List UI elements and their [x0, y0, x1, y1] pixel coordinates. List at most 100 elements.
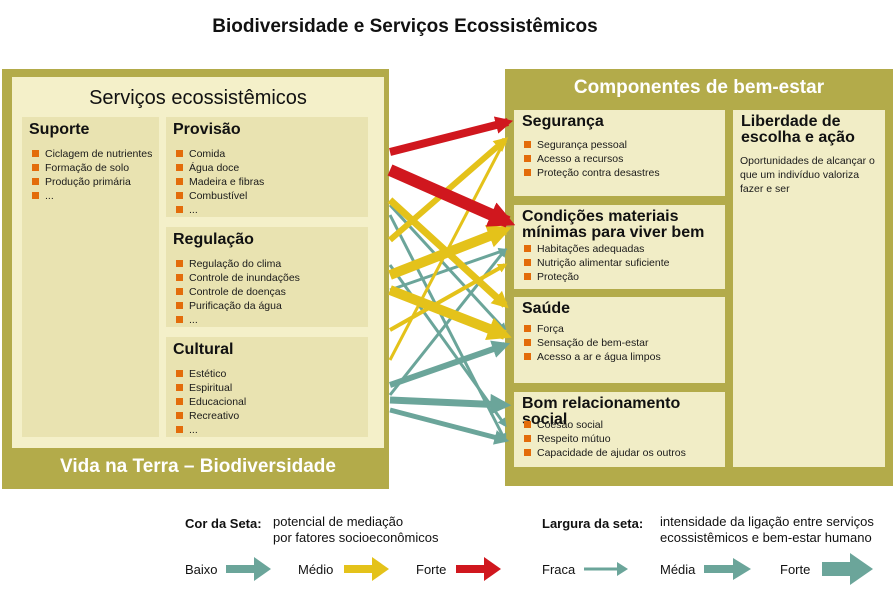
bullet-icon [32, 178, 39, 185]
list-item: Água doce [176, 161, 264, 175]
list-item: Habitações adequadas [524, 242, 669, 256]
list-item: Capacidade de ajudar os outros [524, 446, 686, 460]
legend-high-label: Forte [416, 562, 447, 577]
bullet-icon [176, 192, 183, 199]
legend-high-arrow-icon [456, 557, 501, 581]
arrow [388, 264, 507, 428]
legend-width-label: Largura da seta: [542, 516, 644, 531]
legend-weak-label: Fraca [542, 562, 576, 577]
bullet-icon [176, 316, 183, 323]
bullet-icon [524, 245, 531, 252]
provision-box: Provisão Comida Água doce Madeira e fibr… [166, 117, 368, 217]
legend-medium-arrow-icon [344, 557, 389, 581]
security-title: Segurança [522, 113, 604, 130]
bullet-icon [176, 164, 183, 171]
cultural-title: Cultural [173, 341, 234, 358]
list-item: Respeito mútuo [524, 432, 686, 446]
list-item: Proteção [524, 270, 669, 284]
bullet-icon [176, 206, 183, 213]
bullet-icon [524, 353, 531, 360]
list-item: ... [176, 313, 300, 327]
bullet-icon [524, 339, 531, 346]
list-item: Nutrição alimentar suficiente [524, 256, 669, 270]
bullet-icon [524, 155, 531, 162]
bullet-icon [176, 288, 183, 295]
bullet-icon [524, 435, 531, 442]
list-item: Regulação do clima [176, 257, 300, 271]
material-conditions-list: Habitações adequadas Nutrição alimentar … [524, 242, 669, 284]
list-item: Educacional [176, 395, 246, 409]
arrow [389, 407, 510, 445]
legend-low-label: Baixo [185, 562, 218, 577]
list-item: Espiritual [176, 381, 246, 395]
biodiversity-label: Vida na Terra – Biodiversidade [60, 456, 336, 477]
social-list: Coesão social Respeito mútuo Capacidade … [524, 418, 686, 460]
list-item: Proteção contra desastres [524, 166, 660, 180]
bullet-icon [524, 259, 531, 266]
list-item: Formação de solo [32, 161, 152, 175]
list-item: Comida [176, 147, 264, 161]
arrow [389, 247, 508, 292]
arrow [388, 285, 512, 341]
list-item: Coesão social [524, 418, 686, 432]
regulation-list: Regulação do clima Controle de inundaçõe… [176, 257, 300, 327]
wellbeing-title: Componentes de bem-estar [573, 77, 825, 98]
legend-strong-arrow-icon [822, 553, 873, 585]
regulation-box: Regulação Regulação do clima Controle de… [166, 227, 368, 327]
list-item: Controle de inundações [176, 271, 300, 285]
freedom-description: Oportunidades de alcançar o que um indiv… [740, 155, 875, 195]
arrow [388, 214, 507, 443]
list-item: Recreativo [176, 409, 246, 423]
list-item: Estético [176, 367, 246, 381]
bullet-icon [524, 325, 531, 332]
list-item: ... [176, 423, 246, 437]
services-title: Serviços ecossistêmicos [89, 87, 307, 109]
legend-moderate-arrow-icon [704, 558, 751, 580]
bullet-icon [524, 421, 531, 428]
arrow [388, 138, 507, 361]
social-box: Bom relacionamento social Coesão social … [514, 392, 725, 467]
security-list: Segurança pessoal Acesso a recursos Prot… [524, 138, 660, 180]
bullet-icon [524, 141, 531, 148]
social-title: Bom relacionamento social [522, 395, 681, 428]
legend-low-arrow-icon [226, 557, 271, 581]
bullet-icon [176, 412, 183, 419]
list-item: ... [176, 203, 264, 217]
legend-color-label: Cor da Seta: [185, 516, 262, 531]
support-title: Suporte [29, 121, 90, 138]
bullet-icon [176, 178, 183, 185]
low-mediation-arrows [388, 203, 512, 445]
bullet-icon [176, 302, 183, 309]
legend-medium-label: Médio [298, 562, 334, 577]
provision-list: Comida Água doce Madeira e fibras Combus… [176, 147, 264, 217]
bullet-icon [524, 449, 531, 456]
list-item: Acesso a recursos [524, 152, 660, 166]
list-item: Sensação de bem-estar [524, 336, 661, 350]
health-title: Saúde [522, 300, 571, 317]
bullet-icon [32, 192, 39, 199]
support-box: Suporte Ciclagem de nutrientes Formação … [22, 117, 159, 437]
health-box: Saúde Força Sensação de bem-estar Acesso… [514, 297, 725, 383]
cultural-list: Estético Espiritual Educacional Recreati… [176, 367, 246, 437]
provision-title: Provisão [173, 121, 241, 138]
list-item: ... [32, 189, 152, 203]
security-box: Segurança Segurança pessoal Acesso a rec… [514, 110, 725, 196]
page-title: Biodiversidade e Serviços Ecossistêmicos [212, 16, 598, 37]
bullet-icon [32, 150, 39, 157]
arrow [389, 340, 511, 388]
cultural-box: Cultural Estético Espiritual Educacional… [166, 337, 368, 437]
list-item: Força [524, 322, 661, 336]
bullet-icon [32, 164, 39, 171]
bullet-icon [524, 169, 531, 176]
list-item: Segurança pessoal [524, 138, 660, 152]
list-item: Combustível [176, 189, 264, 203]
arrow [389, 263, 508, 332]
bullet-icon [176, 426, 183, 433]
